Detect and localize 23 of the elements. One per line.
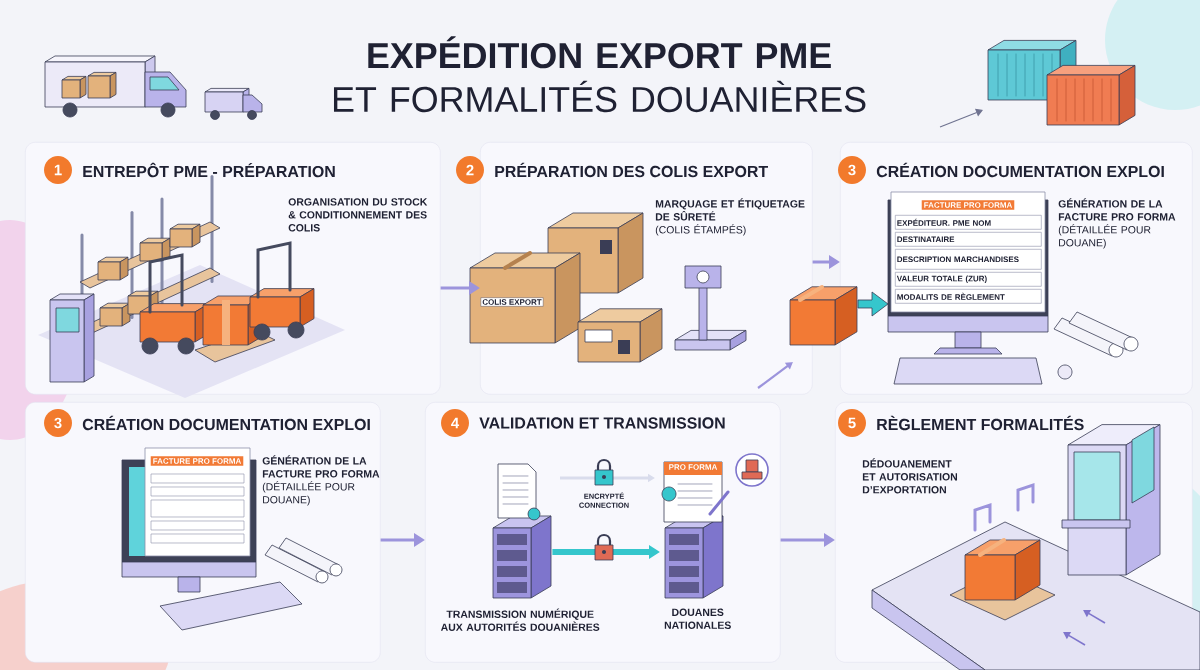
step-heading: VALIDATION ET TRANSMISSION bbox=[479, 417, 725, 429]
step-number: 2 bbox=[456, 156, 484, 184]
step-number: 5 bbox=[838, 409, 866, 437]
step-note: (DÉTAILLÉE POUR DOUANE) bbox=[262, 481, 355, 506]
step-heading: CRÉATION DOCUMENTATION EXPLOI bbox=[876, 162, 1164, 178]
node-caption: TRANSMISSION NUMÉRIQUE AUX AUTORITÉS DOUANIÈRES bbox=[440, 608, 600, 631]
step-description: ORGANISATION DU STOCK & CONDITIONNEMENT DES COLIS bbox=[288, 198, 428, 232]
step-heading: ENTREPÔT PME - PRÉPARATION bbox=[83, 162, 335, 178]
step-heading: RÈGLEMENT FORMALITÉS bbox=[877, 415, 1084, 431]
step-number: 4 bbox=[441, 409, 469, 437]
step-description: GÉNÉRATION DE LA FACTURE PRO FORMA bbox=[1058, 198, 1176, 221]
step-description: MARQUAGE ET ÉTIQUETAGE DE SÛRETÉ bbox=[655, 198, 805, 221]
node-caption: DOUANES NATIONALES bbox=[664, 608, 731, 629]
step-heading: PRÉPARATION DES COLIS EXPORT bbox=[495, 162, 768, 178]
step-note: (COLIS ÉTAMPÉS) bbox=[655, 224, 746, 236]
step-number: 3 bbox=[838, 156, 866, 184]
step-note: (DÉTAILLÉE POUR DOUANE) bbox=[1058, 224, 1151, 249]
step-description: GÉNÉRATION DE LA FACTURE PRO FORMA bbox=[262, 455, 380, 478]
step-number: 3 bbox=[44, 409, 72, 437]
step-number: 1 bbox=[44, 156, 72, 184]
title: EXPÉDITION EXPORT PME ET FORMALITÉS DOUANIÈRES bbox=[334, 36, 866, 113]
step-heading: CRÉATION DOCUMENTATION EXPLOI bbox=[82, 415, 370, 431]
step-description: DÉDOUANEMENT ET AUTORISATION D’EXPORTATION bbox=[862, 458, 957, 494]
